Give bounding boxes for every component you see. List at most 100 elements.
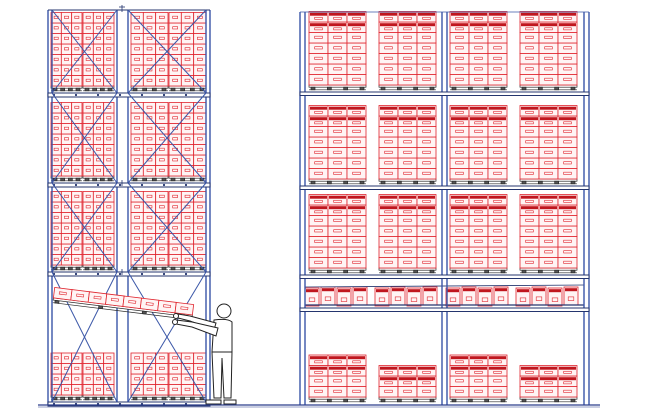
carton-box-icon — [487, 386, 508, 398]
carton-box-icon — [346, 21, 367, 33]
carton-box-icon — [468, 225, 489, 237]
carton-box-icon — [92, 384, 105, 396]
carton-box-icon — [519, 257, 540, 269]
carton-box-icon — [397, 246, 418, 258]
carton-box-icon — [519, 136, 540, 148]
carton-flow-row — [515, 286, 579, 307]
carton-box-icon — [92, 75, 105, 87]
carton-box-icon — [327, 157, 348, 169]
beam-bolt — [184, 93, 188, 97]
carton-box-icon — [180, 363, 195, 375]
carton-box-icon — [445, 287, 461, 307]
carton-box-icon — [449, 136, 470, 148]
carton-box-icon — [538, 225, 559, 237]
carton-box-icon — [352, 286, 368, 306]
beam-bolt — [162, 183, 166, 187]
pallet-load — [130, 12, 169, 92]
load-beam — [299, 307, 590, 312]
carton-box-icon — [378, 215, 399, 227]
carton-box-icon — [142, 222, 157, 234]
pallet-icon — [378, 84, 437, 91]
person-foot — [223, 399, 237, 405]
carton-box-icon — [142, 43, 157, 55]
carton-box-icon — [416, 74, 437, 86]
carton-box-icon — [130, 133, 144, 145]
carton-box-icon — [519, 147, 540, 159]
pallet-icon — [308, 84, 367, 91]
carton-box-icon — [449, 194, 470, 206]
carton-box-icon — [416, 136, 437, 148]
carton-box-icon — [155, 12, 169, 24]
pallet-icon — [378, 178, 437, 185]
carton-box-icon — [519, 63, 540, 75]
carton-box-icon — [374, 287, 390, 307]
carton-box-icon — [449, 32, 470, 44]
carton-box-icon — [397, 32, 418, 44]
carton-box-icon — [538, 204, 559, 216]
carton-box-icon — [82, 22, 94, 34]
carton-box-icon — [193, 43, 207, 55]
carton-box-icon — [327, 204, 348, 216]
beam-bolt — [96, 183, 100, 187]
carton-box-icon — [71, 201, 83, 213]
carton-box-icon — [308, 246, 329, 258]
carton-box-icon — [538, 194, 559, 206]
pallet-load — [449, 11, 508, 91]
carton-box-icon — [378, 168, 399, 180]
carton-box-icon — [449, 126, 470, 138]
carton-box-icon — [468, 32, 489, 44]
carton-box-icon — [130, 123, 144, 135]
carton-box-icon — [487, 354, 508, 366]
carton-flow-row — [374, 286, 438, 307]
pallet-load — [50, 352, 83, 401]
pallet-icon — [449, 396, 508, 403]
carton-box-icon — [346, 157, 367, 169]
carton-box-icon — [60, 54, 73, 66]
carton-box-icon — [308, 194, 329, 206]
carton-box-icon — [103, 33, 115, 45]
carton-box-icon — [193, 384, 207, 396]
carton-box-icon — [82, 352, 94, 364]
carton-box-icon — [346, 215, 367, 227]
pallet-icon — [82, 264, 115, 271]
diagonal-brace — [51, 9, 118, 94]
carton-box-icon — [468, 386, 489, 398]
carton-flow-row — [304, 286, 368, 307]
pallet-load — [308, 105, 367, 185]
carton-box-icon — [378, 236, 399, 248]
carton-box-icon — [180, 191, 195, 203]
diagonal-brace — [51, 182, 118, 273]
carton-box-icon — [308, 236, 329, 248]
carton-box-icon — [60, 144, 73, 156]
carton-box-icon — [397, 157, 418, 169]
carton-box-icon — [519, 204, 540, 216]
carton-box-icon — [60, 123, 73, 135]
carton-box-icon — [155, 144, 169, 156]
carton-box-icon — [308, 147, 329, 159]
carton-box-icon — [155, 102, 169, 114]
carton-box-icon — [397, 375, 418, 387]
carton-box-icon — [519, 32, 540, 44]
carton-box-icon — [487, 157, 508, 169]
carton-box-icon — [142, 165, 157, 177]
carton-box-icon — [468, 42, 489, 54]
beam-bolt — [140, 183, 144, 187]
carton-box-icon — [468, 115, 489, 127]
carton-box-icon — [519, 126, 540, 138]
carton-box-icon — [346, 236, 367, 248]
carton-box-icon — [142, 191, 157, 203]
carton-box-icon — [468, 157, 489, 169]
carton-box-icon — [142, 75, 157, 87]
pallet-load — [168, 12, 207, 92]
carton-box-icon — [346, 63, 367, 75]
carton-box-icon — [327, 375, 348, 387]
carton-box-icon — [71, 22, 83, 34]
carton-box-icon — [519, 42, 540, 54]
carton-box-icon — [157, 299, 177, 314]
carton-box-icon — [346, 194, 367, 206]
carton-box-icon — [378, 157, 399, 169]
carton-box-icon — [193, 243, 207, 255]
pallet-icon — [378, 396, 437, 403]
pallet-load — [308, 11, 367, 91]
